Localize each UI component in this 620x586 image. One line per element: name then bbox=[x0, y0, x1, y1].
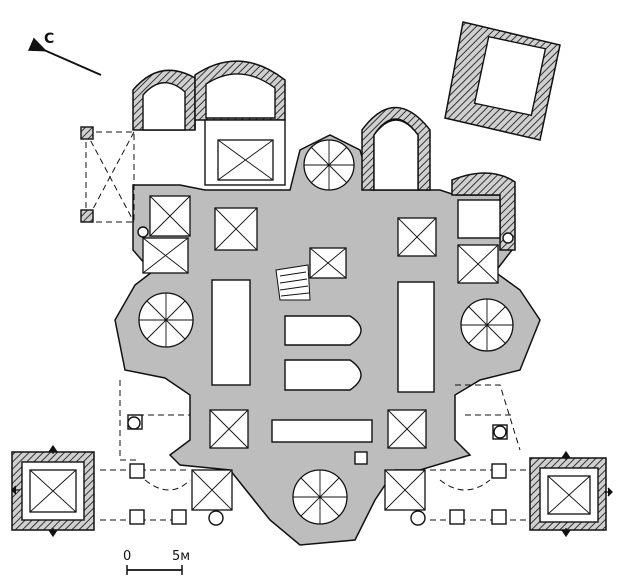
vaulted-bays bbox=[29, 139, 591, 515]
stair bbox=[275, 264, 311, 301]
chapel-south-round bbox=[292, 469, 348, 525]
annex-ne-room bbox=[473, 35, 547, 117]
nave-pier-w bbox=[211, 279, 251, 386]
north-label: С bbox=[44, 31, 54, 47]
nave-hall-s bbox=[284, 359, 362, 391]
bay-south-e bbox=[384, 469, 426, 511]
scale-bar bbox=[126, 565, 183, 575]
apse-n-interior bbox=[373, 119, 419, 191]
entrance-arrows bbox=[11, 444, 613, 538]
bay-n-center bbox=[214, 207, 258, 251]
bay-se bbox=[387, 409, 427, 449]
bay-ne bbox=[397, 217, 437, 257]
south-passage bbox=[271, 419, 373, 443]
bay-porch-se bbox=[547, 475, 591, 515]
bay-w-arcade bbox=[142, 237, 189, 274]
bay-north-hall bbox=[217, 139, 274, 181]
bay-sw bbox=[209, 409, 249, 449]
bay-nw bbox=[149, 195, 191, 237]
chapel-e-room bbox=[457, 199, 501, 239]
north-arrow bbox=[27, 37, 102, 76]
round-piers bbox=[127, 226, 514, 526]
bay-porch-sw bbox=[29, 469, 77, 513]
chapel-east-round bbox=[460, 298, 514, 352]
apse-nw2-interior bbox=[205, 73, 276, 119]
nave-hall-n bbox=[284, 315, 362, 346]
chapel-e-wall bbox=[451, 172, 516, 251]
round-chapels bbox=[138, 139, 514, 525]
bay-e bbox=[457, 244, 499, 284]
bay-center-n bbox=[309, 247, 347, 279]
chapel-north-round bbox=[303, 139, 355, 191]
apse-nw-interior bbox=[142, 82, 186, 131]
scale-label-five: 5м bbox=[172, 549, 190, 564]
chapel-west-round bbox=[138, 292, 194, 348]
nave-pier-e bbox=[397, 281, 435, 393]
bay-south-w bbox=[191, 469, 233, 511]
scale-label-zero: 0 bbox=[123, 549, 131, 564]
